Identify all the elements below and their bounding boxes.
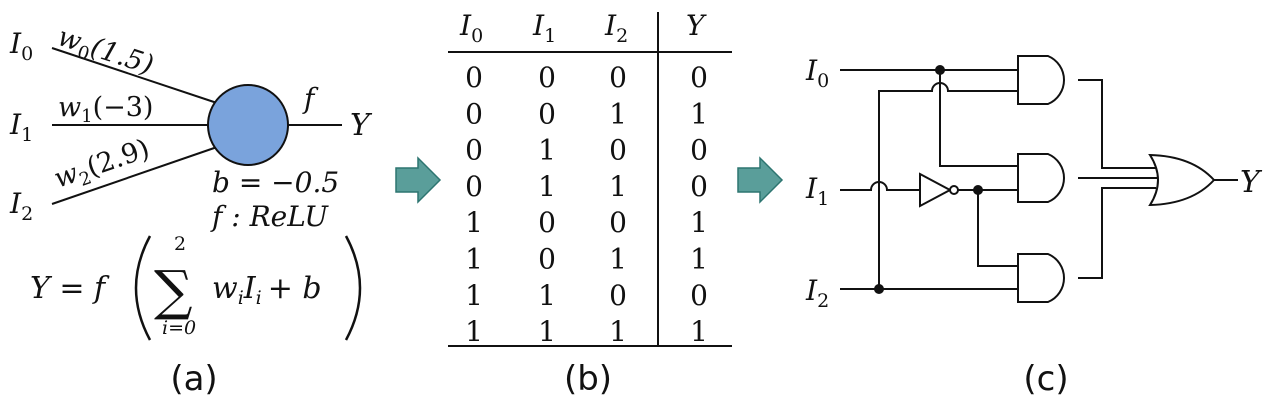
caption-b: (b) [564, 359, 612, 399]
table-cell: 0 [465, 134, 483, 167]
neuron-input-line-2 [51, 145, 221, 205]
table-cell: 0 [609, 61, 627, 94]
neuron-input-line-0 [51, 47, 221, 105]
not-gate-bubble [949, 185, 959, 195]
and-gate [1017, 55, 1065, 105]
formula-body: wiIi+ b [212, 271, 322, 309]
neuron-input-label-2: I2 [9, 187, 33, 225]
table-cell: 1 [609, 315, 627, 348]
table-cell: 0 [538, 97, 556, 130]
table-cell: 1 [609, 243, 627, 276]
formula-left-paren [134, 235, 152, 341]
formula-sum-lower: i=0 [162, 317, 196, 339]
table-output-cell: 1 [690, 206, 708, 239]
table-cell: 0 [538, 206, 556, 239]
table-cell: 0 [609, 134, 627, 167]
weight-label-0: w0(1.5) [53, 21, 158, 85]
table-cell: 1 [465, 315, 483, 348]
table-cell: 0 [609, 206, 627, 239]
formula-sum-symbol: ∑ [154, 259, 193, 322]
circuit-wires [840, 69, 1238, 290]
formula-sum-upper: 2 [174, 233, 186, 255]
table-cell: 0 [465, 170, 483, 203]
bias-text: b = −0.5 [212, 166, 339, 199]
circuit-input-label-2: I2 [805, 274, 829, 312]
table-cell: 1 [538, 170, 556, 203]
table-cell: 1 [465, 279, 483, 312]
table-cell: 1 [465, 243, 483, 276]
table-cell: 1 [609, 97, 627, 130]
neuron-formula: Y = f 2 ∑ i=0 wiIi+ b [30, 233, 362, 341]
table-output-cell: 0 [690, 134, 708, 167]
neuron-input-label-0: I0 [9, 27, 33, 65]
table-output-cell: 1 [690, 243, 708, 276]
circuit-input-label-1: I1 [805, 172, 829, 210]
table-cell: 0 [538, 243, 556, 276]
table-cell: 0 [609, 279, 627, 312]
weight-label-1: w1(−3) [58, 92, 153, 127]
table-cell: 1 [538, 279, 556, 312]
table-cell: 1 [538, 134, 556, 167]
neuron-input-label-1: I1 [9, 108, 33, 146]
table-cell: 1 [538, 315, 556, 348]
circuit-input-label-0: I0 [805, 54, 829, 92]
formula-right-paren [344, 235, 362, 341]
table-cell: 1 [609, 170, 627, 203]
junction-dot [973, 185, 983, 195]
table-header-cell: I0 [459, 9, 483, 47]
table-header-cell: I2 [604, 9, 628, 47]
junction-dot [935, 65, 945, 75]
table-header-cell: Y [686, 9, 707, 42]
table-output-cell: 0 [690, 61, 708, 94]
caption-c: (c) [1023, 359, 1068, 399]
or-gate [1148, 153, 1216, 207]
table-cell: 0 [465, 97, 483, 130]
table-cell: 1 [465, 206, 483, 239]
and-gate [1017, 153, 1065, 203]
junction-dot [874, 284, 884, 294]
weight-label-2: w2(2.9) [50, 133, 155, 198]
circuit-output-label: Y [1240, 165, 1263, 200]
arrow-right-icon [395, 156, 442, 204]
neuron-diagram: I0 I1 I2 w0(1.5) w1(−3) w2(2.9) f Y b = … [9, 21, 373, 399]
neuron-output-label: Y [350, 108, 373, 143]
neuron-node [207, 84, 289, 166]
table-output-cell: 1 [690, 315, 708, 348]
table-cell: 0 [538, 61, 556, 94]
table-header-cell: I1 [532, 9, 556, 47]
table-cell: 0 [465, 61, 483, 94]
and-gate [1017, 253, 1065, 303]
logic-circuit: I0 I1 I2 Y [805, 54, 1263, 399]
not-gate [919, 172, 953, 208]
table-output-cell: 0 [690, 279, 708, 312]
table-output-cell: 1 [690, 97, 708, 130]
table-output-cell: 0 [690, 170, 708, 203]
formula-lhs: Y = f [30, 271, 110, 306]
activation-symbol: f [302, 82, 319, 115]
caption-a: (a) [170, 359, 217, 399]
arrow-right-icon [737, 156, 784, 204]
activation-text: f : ReLU [210, 200, 329, 233]
